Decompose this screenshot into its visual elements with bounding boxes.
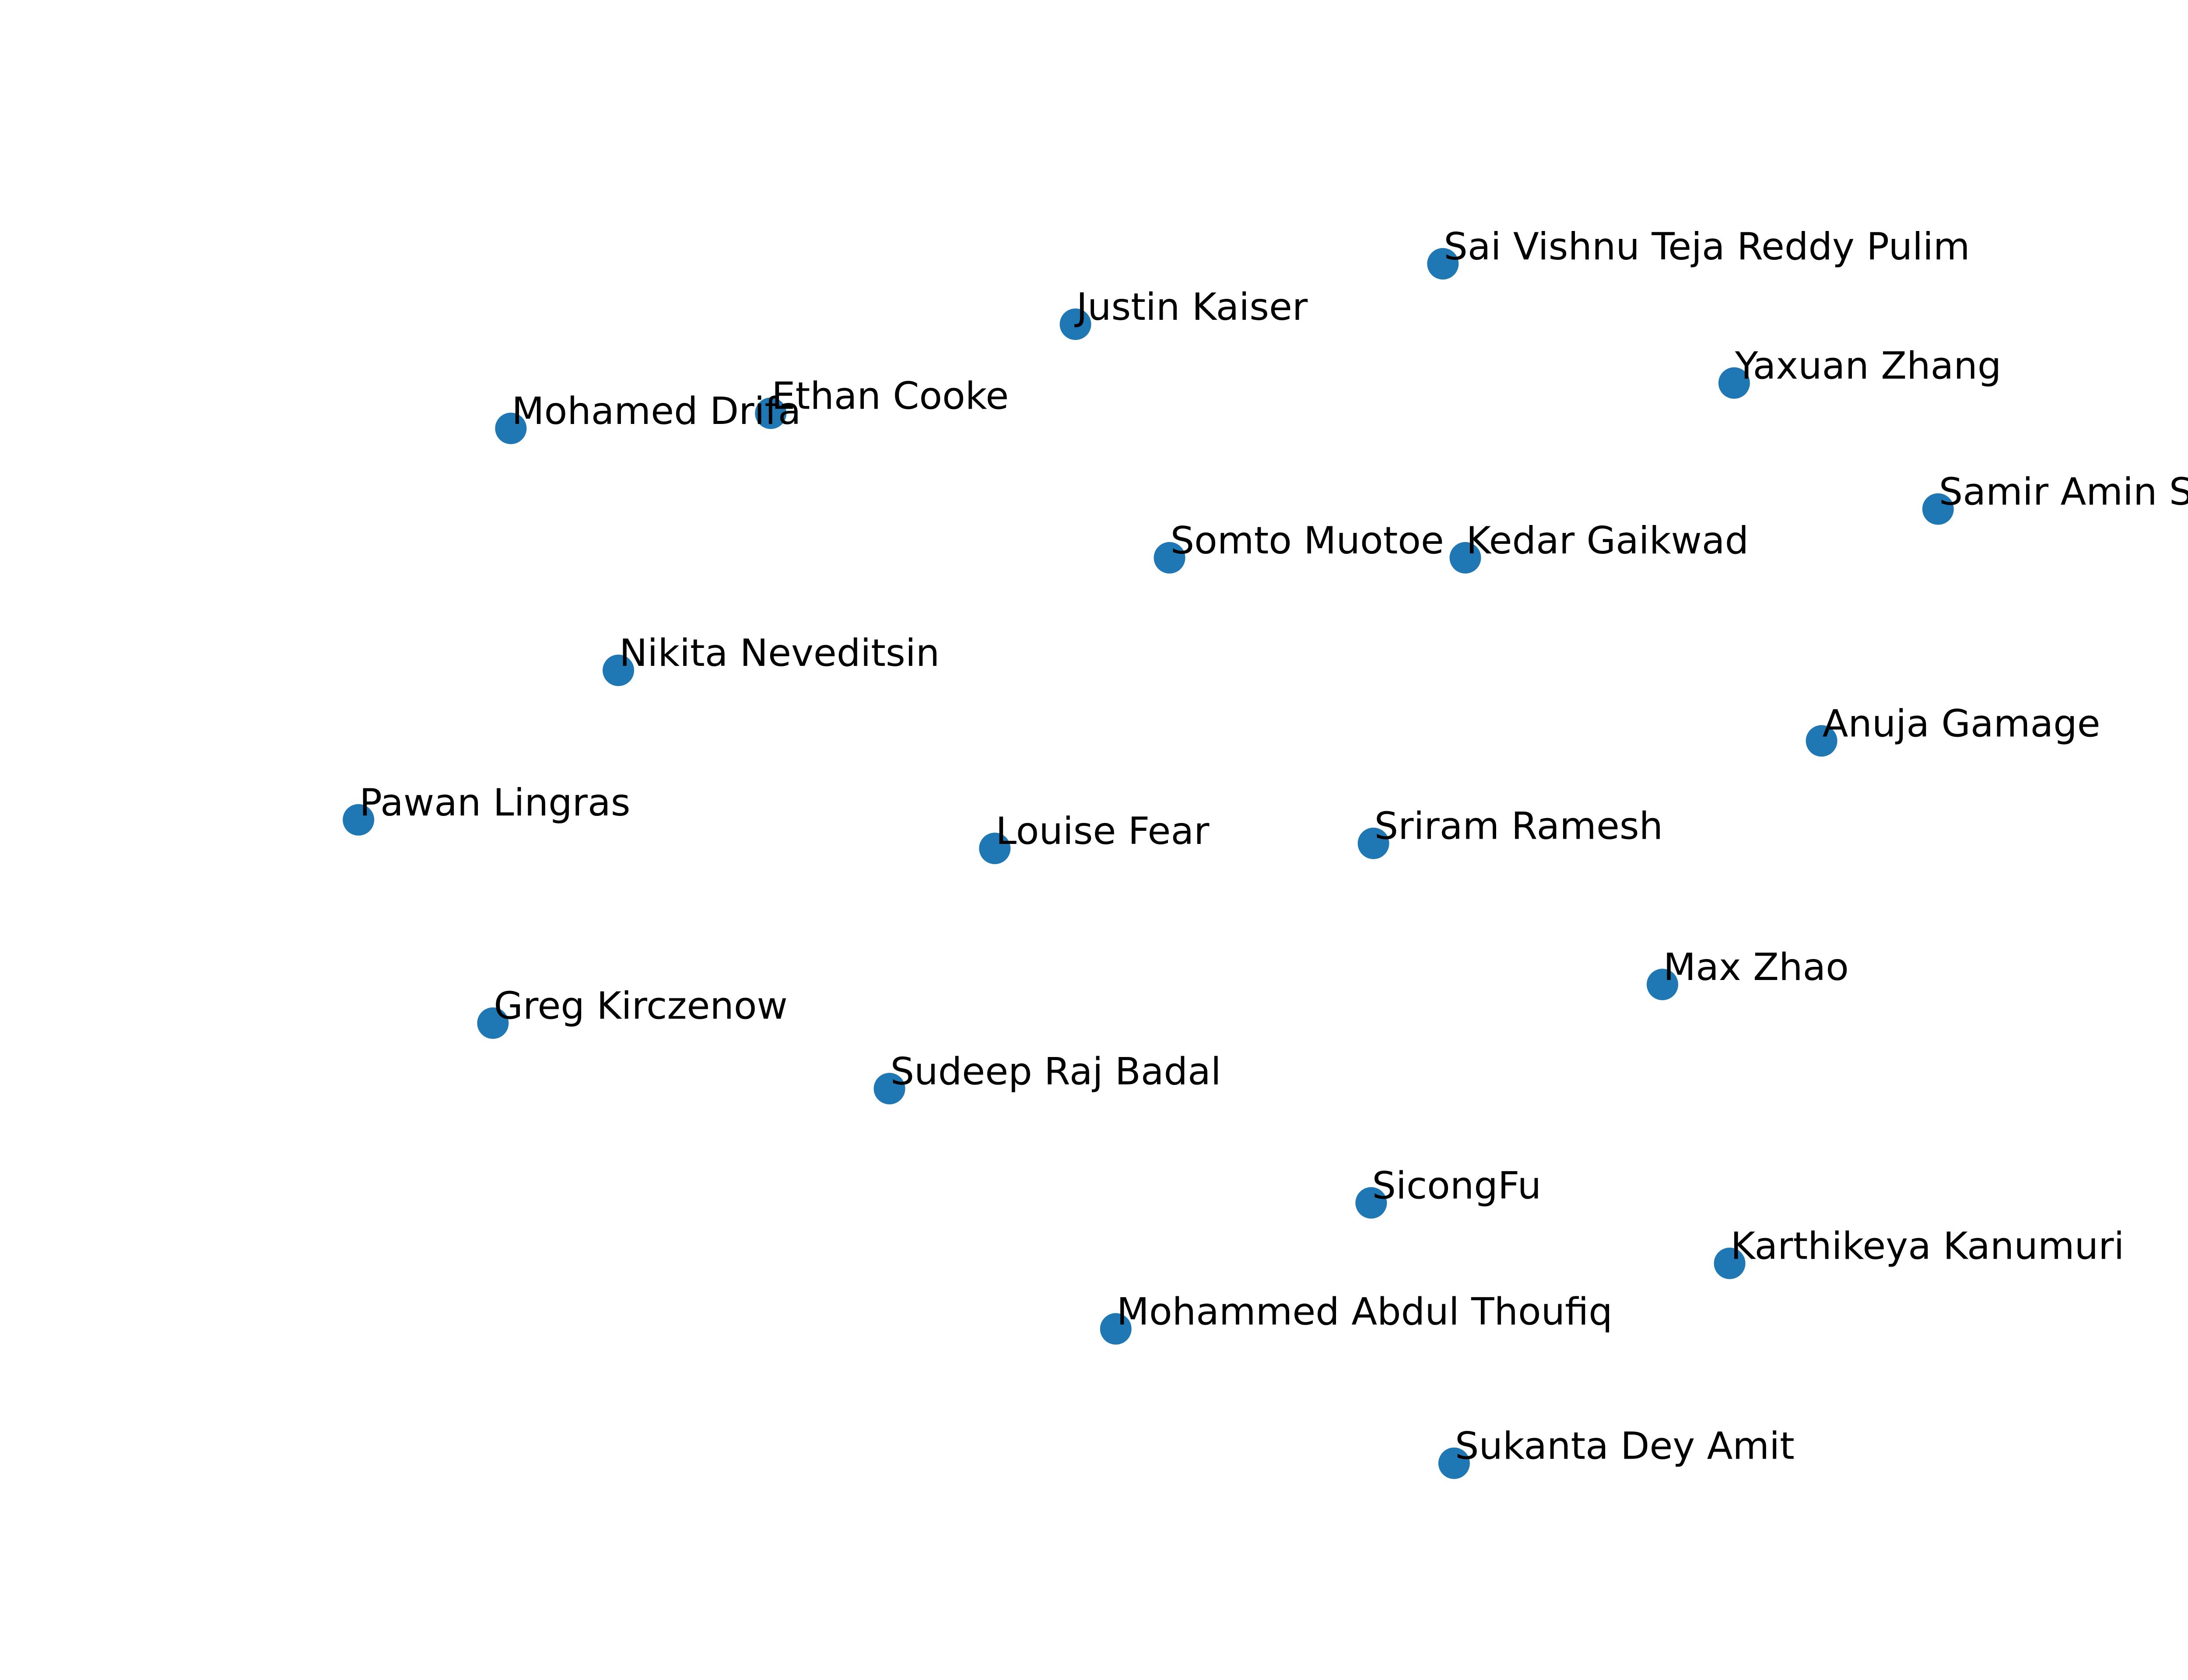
data-point: Samir Amin Sheikh	[1922, 470, 2188, 525]
data-point: Mohamed Drifa	[495, 389, 801, 444]
point-marker	[1718, 367, 1750, 399]
data-point: Sudeep Raj Badal	[873, 1050, 1221, 1105]
point-label: Samir Amin Sheikh	[1939, 470, 2188, 514]
data-point: Yaxuan Zhang	[1718, 344, 2002, 399]
point-marker	[1714, 1247, 1746, 1279]
point-marker	[755, 397, 787, 429]
data-point: Justin Kaiser	[1059, 285, 1308, 340]
point-marker	[1059, 308, 1091, 340]
data-point: SicongFu	[1355, 1164, 1541, 1219]
point-label: Max Zhao	[1663, 945, 1849, 989]
point-marker	[1154, 542, 1185, 574]
point-label: Nikita Neveditsin	[619, 631, 940, 675]
point-marker	[1355, 1187, 1387, 1219]
point-label: Sudeep Raj Badal	[891, 1050, 1221, 1093]
data-point: Ethan Cooke	[755, 374, 1009, 429]
data-point: Karthikeya Kanumuri	[1714, 1225, 2125, 1279]
point-label: SicongFu	[1372, 1164, 1541, 1208]
point-label: Somto Muotoe	[1171, 519, 1444, 563]
data-point: Nikita Neveditsin	[603, 631, 940, 686]
data-point: Pawan Lingras	[343, 781, 631, 836]
data-point: Greg Kirczenow	[477, 984, 788, 1039]
point-label: Sukanta Dey Amit	[1455, 1424, 1795, 1468]
data-point: Sai Vishnu Teja Reddy Pulim	[1427, 225, 1970, 280]
point-marker	[477, 1007, 509, 1039]
point-label: Greg Kirczenow	[494, 984, 788, 1028]
point-marker	[603, 654, 635, 686]
point-label: Pawan Lingras	[359, 781, 630, 825]
point-marker	[1922, 493, 1954, 525]
point-label: Justin Kaiser	[1074, 285, 1308, 329]
data-point: Kedar Gaikwad	[1449, 519, 1749, 574]
data-point: Max Zhao	[1647, 945, 1849, 1001]
point-marker	[1357, 827, 1389, 859]
point-label: Anuja Gamage	[1823, 702, 2100, 746]
point-marker	[873, 1073, 905, 1105]
point-marker	[1438, 1447, 1470, 1479]
point-label: Karthikeya Kanumuri	[1731, 1225, 2125, 1268]
point-marker	[979, 833, 1011, 864]
data-point: Mohammed Abdul Thoufiq	[1100, 1290, 1613, 1345]
point-label: Sriram Ramesh	[1375, 805, 1663, 848]
data-point: Sukanta Dey Amit	[1438, 1424, 1795, 1479]
point-label: Mohammed Abdul Thoufiq	[1117, 1290, 1613, 1334]
point-label: Yaxuan Zhang	[1735, 344, 2002, 388]
data-point: Anuja Gamage	[1806, 702, 2100, 757]
point-label: Sai Vishnu Teja Reddy Pulim	[1444, 225, 1970, 269]
point-label: Louise Fear	[996, 809, 1210, 853]
point-label: Kedar Gaikwad	[1466, 519, 1749, 563]
data-point: Sriram Ramesh	[1357, 805, 1663, 859]
point-marker	[343, 804, 375, 836]
point-marker	[1449, 542, 1481, 574]
point-marker	[1647, 969, 1678, 1001]
point-label: Ethan Cooke	[771, 374, 1009, 418]
point-marker	[1806, 725, 1837, 757]
point-marker	[1100, 1313, 1132, 1345]
point-label: Mohamed Drifa	[512, 389, 801, 433]
point-marker	[1427, 248, 1459, 280]
point-marker	[495, 413, 527, 444]
data-point: Somto Muotoe	[1154, 519, 1444, 574]
data-point: Louise Fear	[979, 809, 1210, 864]
